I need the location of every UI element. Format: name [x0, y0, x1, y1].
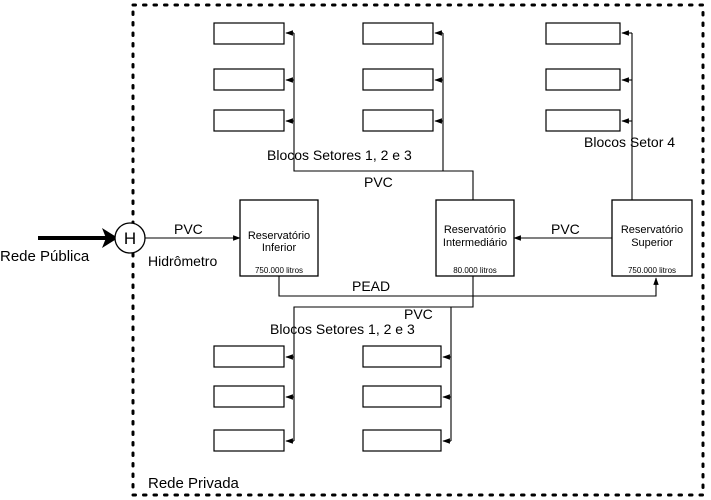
pvc-bottom-label: PVC	[404, 306, 433, 322]
bloco-top-col2-row2	[363, 69, 433, 90]
pead-pipe	[279, 276, 656, 296]
setor4-distribution-network	[622, 33, 632, 200]
bloco-setor4-row3	[546, 110, 620, 131]
bloco-top-col2-row1	[363, 23, 433, 44]
bloco-bottom-col1-row2	[214, 386, 284, 407]
hidrometro-symbol: H	[124, 229, 136, 248]
reservatorio-superior-subtitle: Superior	[631, 237, 673, 249]
reservatorio-inferior-subtitle: Inferior	[262, 242, 297, 254]
reservatorio-inferior-capacity: 750.000 litros	[255, 266, 303, 275]
bloco-bottom-col1-row1	[214, 346, 284, 367]
reservatorio-superior-capacity: 750.000 litros	[628, 266, 676, 275]
bloco-top-col2-row3	[363, 110, 433, 131]
reservatorio-inferior-title: Reservatório	[248, 230, 310, 242]
reservatorio-inferior: Reservatório Inferior 750.000 litros	[240, 200, 318, 276]
reservatorio-superior-title: Reservatório	[621, 224, 683, 236]
reservatorio-intermediario-subtitle: Intermediário	[443, 237, 507, 249]
bloco-bottom-col2-row2	[363, 386, 441, 407]
reservatorio-superior: Reservatório Superior 750.000 litros	[612, 200, 692, 276]
bloco-top-col1-row2	[214, 69, 284, 90]
pvc-top-label: PVC	[364, 174, 393, 190]
reservatorio-intermediario-title: Reservatório	[444, 224, 506, 236]
rede-publica-label: Rede Pública	[0, 248, 90, 265]
pead-label: PEAD	[352, 278, 390, 294]
bloco-setor4-row2	[546, 69, 620, 90]
bloco-bottom-col2-row3	[363, 430, 441, 451]
reservatorio-intermediario: Reservatório Intermediário 80.000 litros	[436, 200, 514, 276]
bloco-bottom-col2-row1	[363, 346, 441, 367]
bloco-setor4-row1	[546, 23, 620, 44]
hidrometro-label: Hidrômetro	[148, 253, 217, 269]
pvc-inlet-label: PVC	[174, 221, 203, 237]
bloco-top-col1-row3	[214, 110, 284, 131]
bloco-top-col1-row1	[214, 23, 284, 44]
blocos-setor4-label: Blocos Setor 4	[584, 134, 675, 150]
bloco-bottom-col1-row3	[214, 430, 284, 451]
rede-privada-label: Rede Privada	[148, 475, 240, 492]
pvc-right-label: PVC	[551, 221, 580, 237]
reservatorio-intermediario-capacity: 80.000 litros	[453, 266, 497, 275]
blocos-top-label: Blocos Setores 1, 2 e 3	[267, 147, 412, 163]
blocos-bottom-label: Blocos Setores 1, 2 e 3	[270, 321, 415, 337]
